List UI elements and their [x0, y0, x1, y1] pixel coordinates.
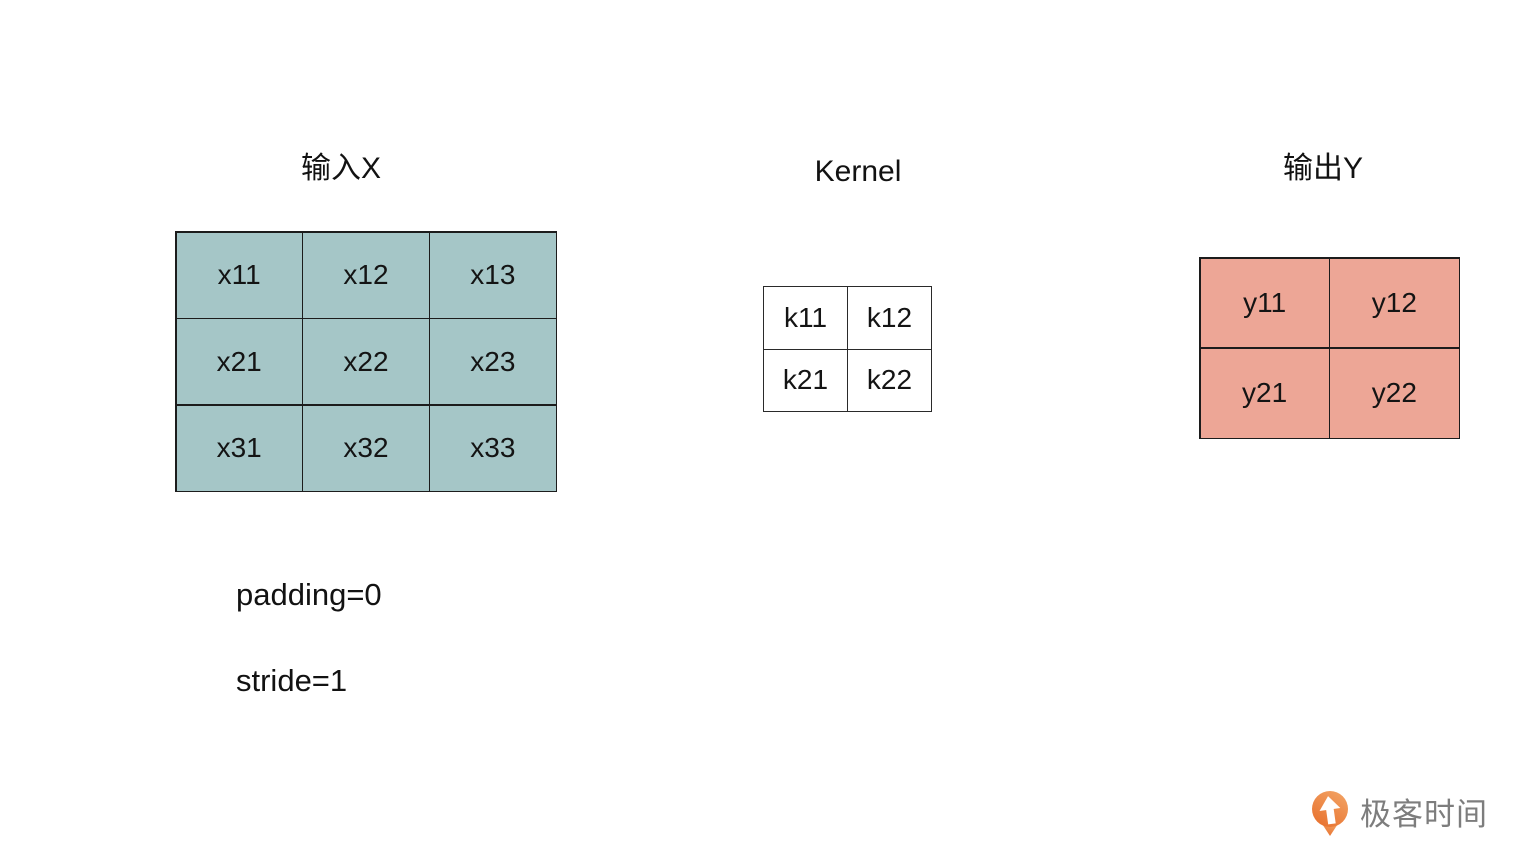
- input-matrix-title: 输入X: [300, 152, 382, 185]
- geektime-logo: 极客时间: [1309, 789, 1488, 841]
- input-cell-x12: x12: [303, 232, 429, 318]
- kernel-matrix: k11 k12 k21 k22: [763, 286, 932, 412]
- kernel-cell-k21: k21: [764, 349, 847, 411]
- input-cell-x11: x11: [176, 232, 302, 318]
- input-cell-x33: x33: [430, 405, 556, 491]
- input-cell-x13: x13: [430, 232, 556, 318]
- padding-label: padding=0: [236, 577, 382, 612]
- output-cell-y12: y12: [1330, 258, 1459, 348]
- input-matrix: x11 x12 x13 x21 x22 x23 x31 x32 x33: [175, 231, 557, 492]
- output-matrix-title: 输出Y: [1282, 152, 1364, 185]
- input-cell-x31: x31: [176, 405, 302, 491]
- kernel-title: Kernel: [814, 155, 902, 188]
- output-matrix: y11 y12 y21 y22: [1199, 257, 1460, 439]
- kernel-cell-k11: k11: [764, 287, 847, 349]
- input-cell-x22: x22: [303, 319, 429, 404]
- input-cell-x21: x21: [176, 319, 302, 404]
- output-cell-y11: y11: [1200, 258, 1329, 348]
- input-cell-x23: x23: [430, 319, 556, 404]
- output-cell-y21: y21: [1200, 348, 1329, 438]
- output-cell-y22: y22: [1330, 348, 1459, 438]
- geektime-pin-arrow-icon: [1312, 791, 1348, 836]
- kernel-cell-k22: k22: [848, 349, 931, 411]
- stride-label: stride=1: [236, 663, 348, 698]
- input-cell-x32: x32: [303, 405, 429, 491]
- kernel-cell-k12: k12: [848, 287, 931, 349]
- geektime-logo-text: 极客时间: [1360, 797, 1488, 832]
